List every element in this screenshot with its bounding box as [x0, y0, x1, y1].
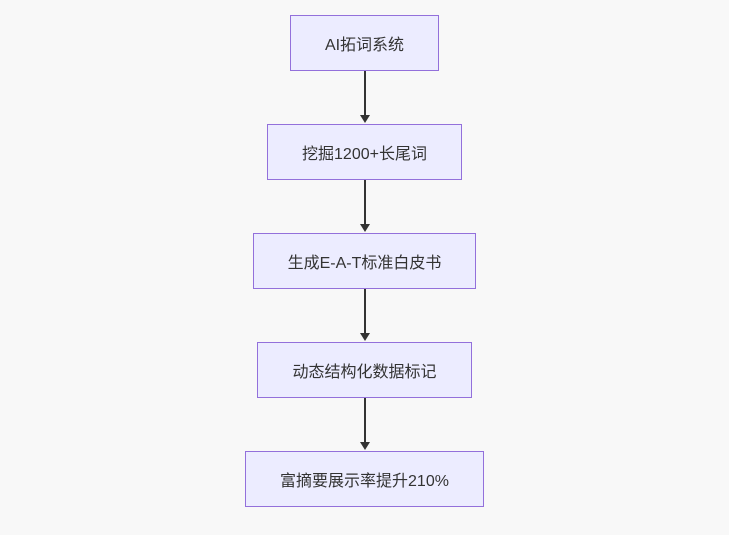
arrow-line — [363, 398, 366, 443]
flowchart-node-eat-whitepaper: 生成E-A-T标准白皮书 — [252, 233, 477, 289]
node-label: AI拓词系统 — [324, 37, 405, 54]
flowchart-node-ai-word-system: AI拓词系统 — [289, 15, 440, 71]
flow-arrow-3 — [359, 289, 370, 342]
arrow-line — [363, 289, 366, 334]
flowchart-node-rich-snippet-rate: 富摘要展示率提升210% — [245, 451, 484, 507]
flow-arrow-2 — [359, 180, 370, 233]
node-label: 生成E-A-T标准白皮书 — [287, 255, 442, 272]
node-label: 挖掘1200+长尾词 — [302, 146, 427, 163]
flow-arrow-4 — [359, 398, 370, 451]
flowchart-node-structured-data: 动态结构化数据标记 — [257, 342, 472, 398]
arrow-line — [363, 71, 366, 116]
arrowhead-down-icon — [359, 224, 370, 232]
arrowhead-down-icon — [359, 333, 370, 341]
flowchart-node-longtail-keywords: 挖掘1200+长尾词 — [267, 124, 462, 180]
node-label: 动态结构化数据标记 — [292, 364, 437, 381]
flow-arrow-1 — [359, 71, 370, 124]
node-label: 富摘要展示率提升210% — [280, 473, 449, 490]
arrow-line — [363, 180, 366, 225]
arrowhead-down-icon — [359, 115, 370, 123]
arrowhead-down-icon — [359, 442, 370, 450]
